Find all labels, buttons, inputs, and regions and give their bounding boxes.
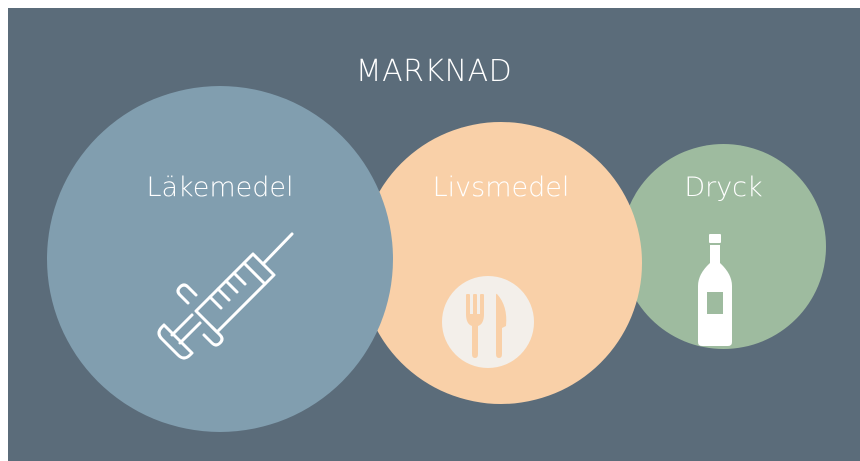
fork-knife-icon: [442, 276, 534, 368]
market-slide: MARKNAD Läkemedel Livsmedel Dryck: [8, 8, 860, 461]
bottle-icon: [698, 234, 732, 346]
pharma-circle: [47, 86, 393, 432]
syringe-icon: [157, 232, 294, 360]
slide-title: MARKNAD: [355, 54, 513, 89]
drink-label: Dryck: [684, 172, 763, 203]
food-label: Livsmedel: [432, 172, 570, 203]
pharma-label: Läkemedel: [146, 172, 294, 203]
